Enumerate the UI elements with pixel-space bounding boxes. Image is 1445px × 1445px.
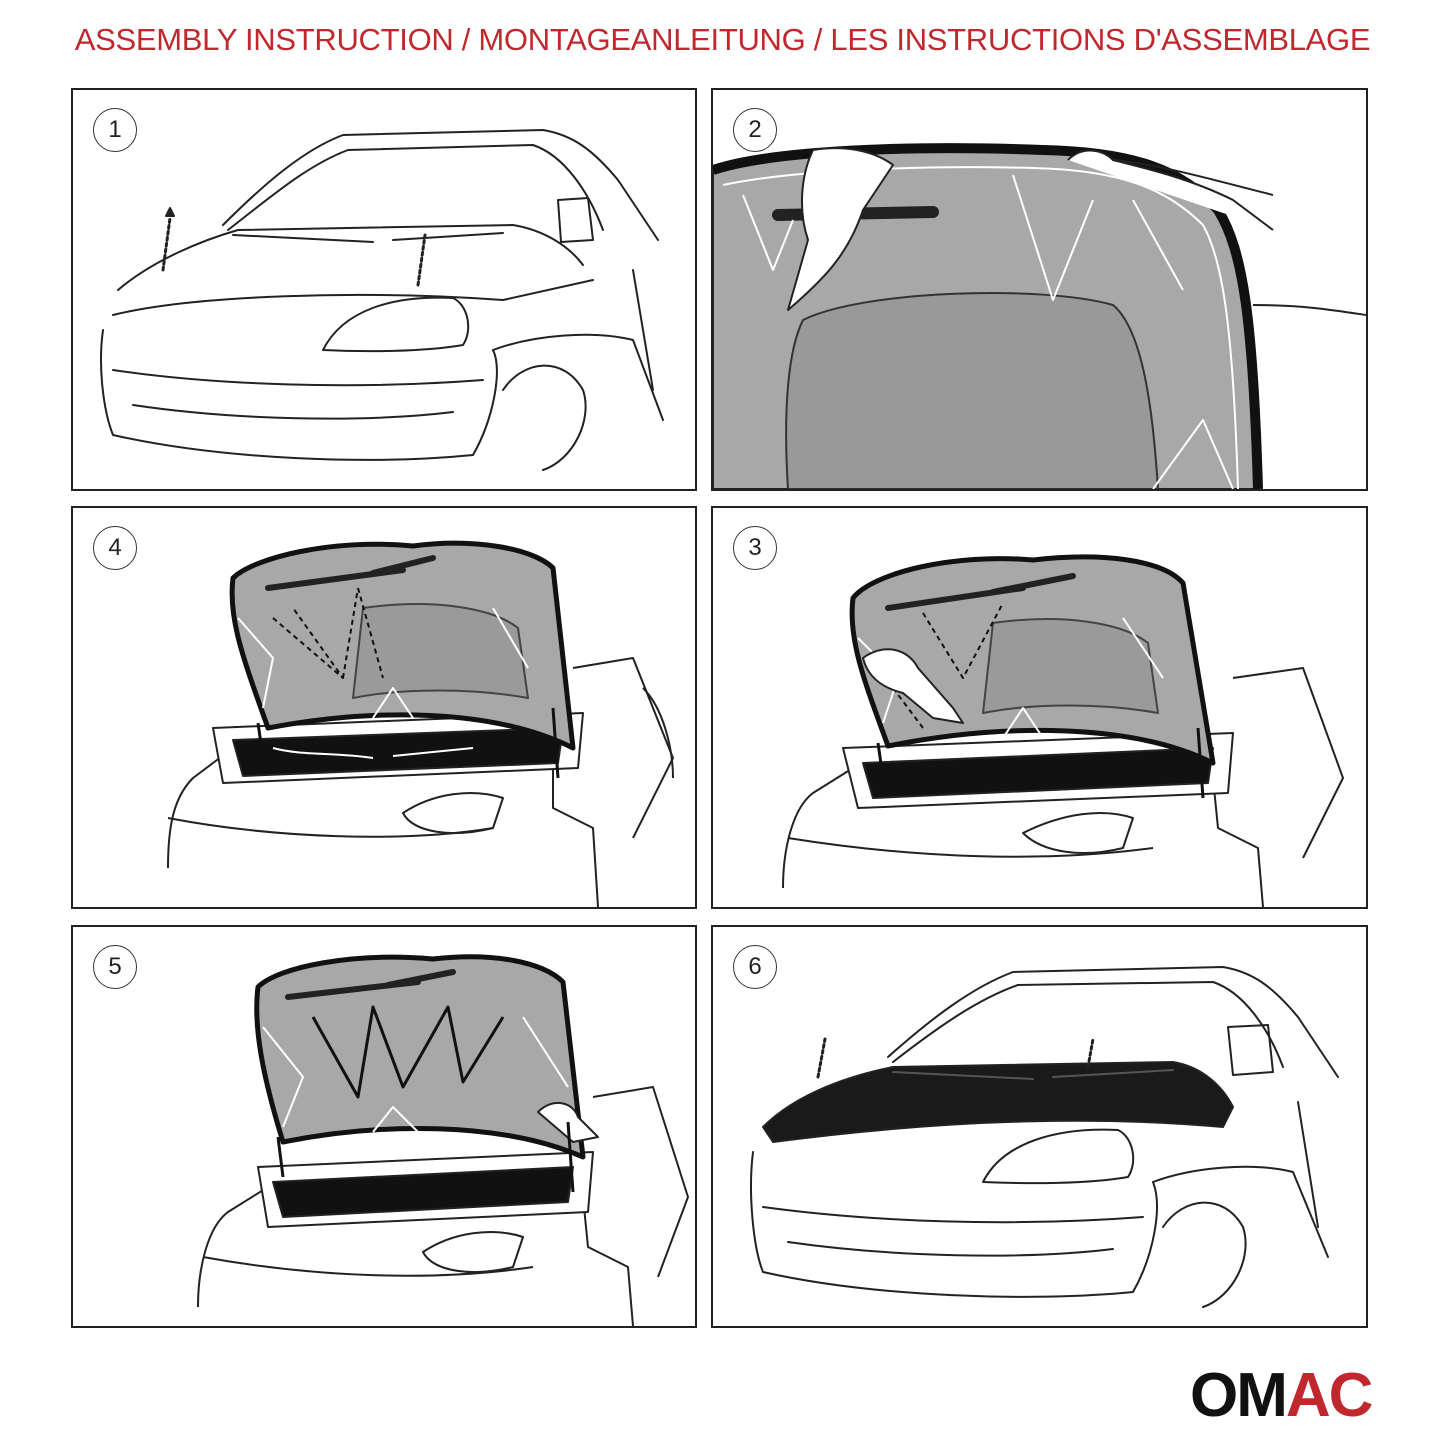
- step-panel-3: 3: [711, 506, 1368, 909]
- open-hood-hand-illustration: [782, 554, 1344, 907]
- page-title: ASSEMBLY INSTRUCTION / MONTAGEANLEITUNG …: [74, 22, 1371, 57]
- step-panel-1: 1: [71, 88, 697, 491]
- step-number-2: 2: [733, 108, 777, 152]
- step-number-5: 5: [93, 945, 137, 989]
- step-number-3: 3: [733, 526, 777, 570]
- step-number-1: 1: [93, 108, 137, 152]
- logo-text-om: OM: [1190, 1361, 1288, 1430]
- step-panel-4: 4: [71, 506, 697, 909]
- step-panel-6: 6: [711, 925, 1368, 1328]
- car-with-hood-bra-illustration: [750, 966, 1339, 1308]
- hood-underside-illustration: [713, 143, 1366, 489]
- step-panel-2: 2: [711, 88, 1368, 491]
- omac-logo: OMAC: [1190, 1365, 1418, 1427]
- open-hood-solid-straps-illustration: [197, 954, 689, 1326]
- car-front-illustration: [100, 129, 664, 471]
- logo-text-ac: AC: [1285, 1361, 1374, 1430]
- step-number-4: 4: [93, 526, 137, 570]
- step-panel-5: 5: [71, 925, 697, 1328]
- open-hood-dashed-illustration: [167, 540, 674, 907]
- step-number-6: 6: [733, 945, 777, 989]
